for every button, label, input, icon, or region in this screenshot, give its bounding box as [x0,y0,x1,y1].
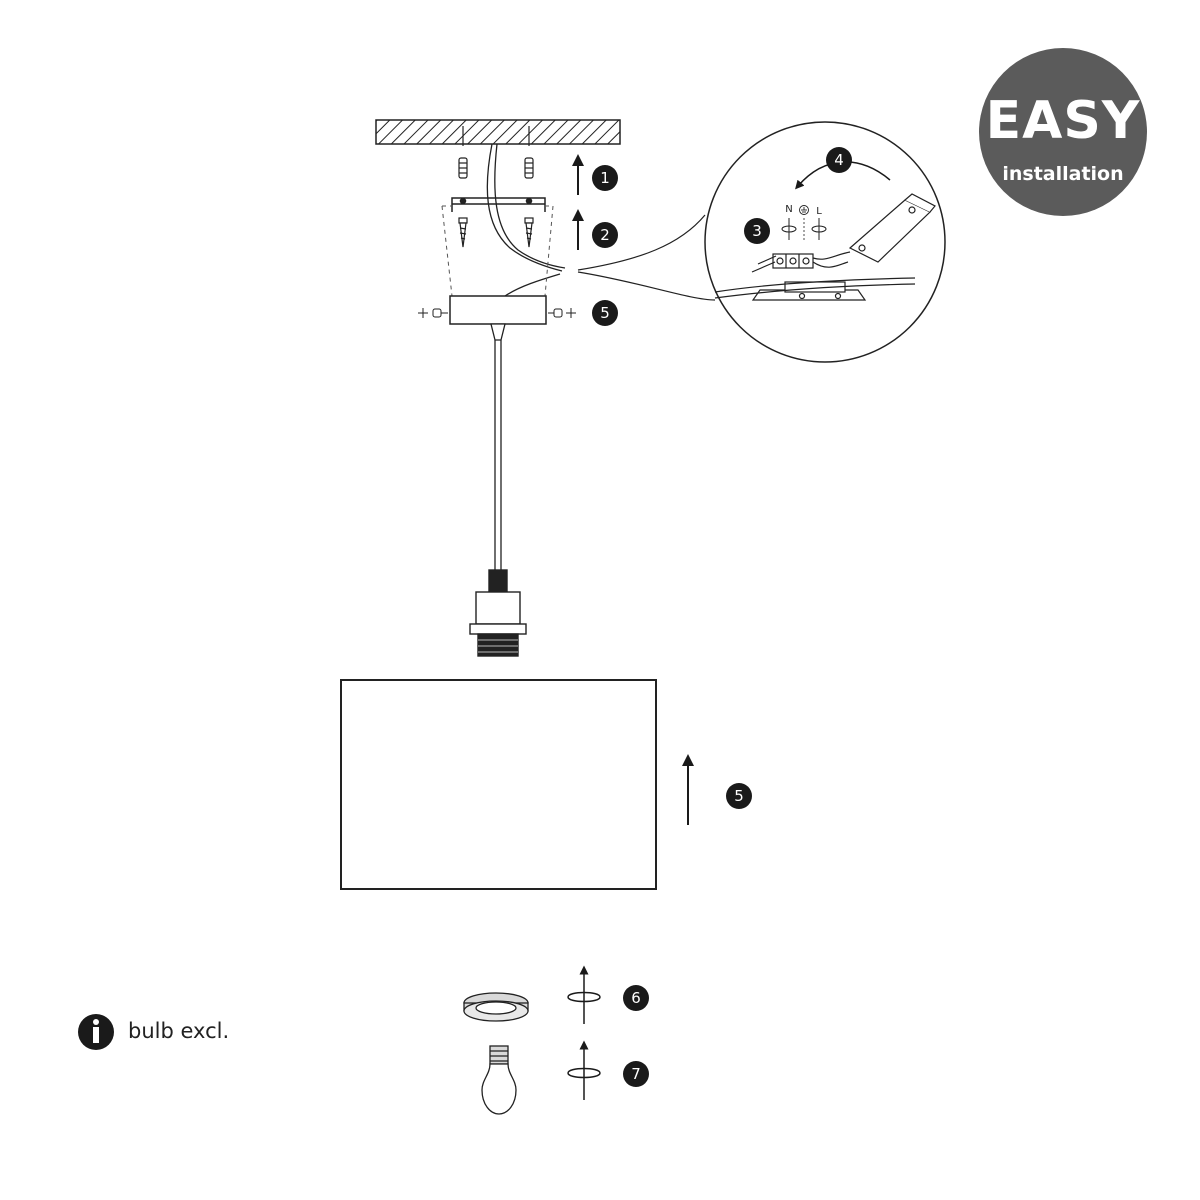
step-marker-7: 7 [623,1061,649,1087]
wall-plug-right [524,126,534,179]
step-number-4: 4 [834,151,844,169]
rotate-screw-icon-l [811,218,827,240]
terminal-block [772,253,814,269]
wiring-detail-callout: N L 3 4 [577,121,946,363]
earth-ground-icon [799,205,809,215]
assembly-guide-lines [441,205,554,297]
step-marker-1: 1 [592,165,618,191]
step-number-1: 1 [600,169,610,187]
step-number-5-canopy: 5 [600,304,610,322]
step-number-3: 3 [752,222,762,240]
callout-circle [704,121,946,363]
step-marker-4: 4 [826,147,852,173]
badge-subtitle: installation [1002,163,1123,185]
neutral-label: N [785,204,792,215]
step-marker-2: 2 [592,222,618,248]
step-marker-3: 3 [744,218,770,244]
step-marker-6: 6 [623,985,649,1011]
easy-installation-badge: EASY installation [979,48,1147,216]
light-bulb [481,1045,517,1115]
rotate-arrow-step-7 [567,1040,601,1100]
cable [490,323,506,570]
rotate-screw-icon-n [781,218,797,240]
wall-plug-left [458,126,468,179]
step-number-6: 6 [631,989,641,1007]
bulb-excluded-note: bulb excl. [128,1019,230,1043]
screw-left [458,217,468,248]
ceiling [375,119,621,145]
step-number-5-shade: 5 [734,787,744,805]
mains-wires [486,143,566,297]
canopy-screw-left [418,308,448,318]
rotate-arrow-step-6 [567,965,601,1024]
mounting-bracket [451,197,546,212]
step-number-2: 2 [600,226,610,244]
badge-title: EASY [986,91,1141,151]
live-label: L [816,206,822,217]
callout-wires [714,251,916,299]
step-marker-5-canopy: 5 [592,300,618,326]
lamp-holder [469,569,527,657]
screw-right [524,217,534,248]
step-marker-5-shade: 5 [726,783,752,809]
step-number-7: 7 [631,1065,641,1083]
canopy-screw-right [548,308,576,318]
badge-circle [979,48,1147,216]
connector-clamp [848,193,936,263]
lamp-shade [340,679,657,890]
ceiling-canopy [449,295,547,325]
shade-ring [463,992,529,1022]
info-icon [78,1014,114,1050]
